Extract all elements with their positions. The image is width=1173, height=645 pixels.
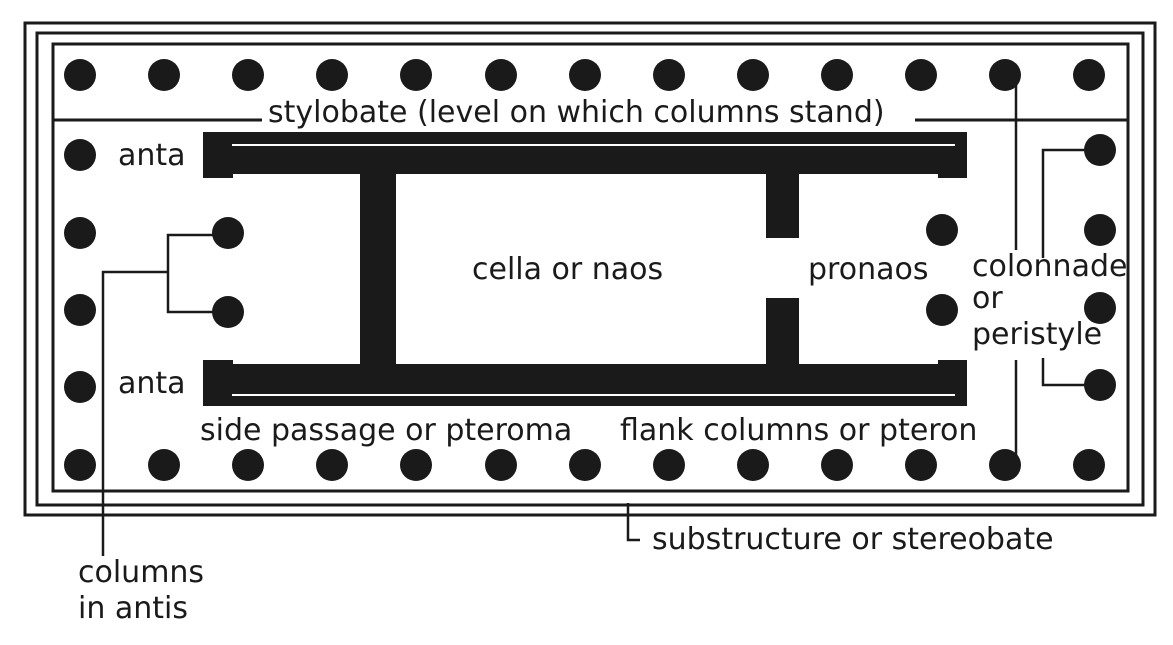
column-front — [64, 59, 96, 91]
substructure-label: substructure or stereobate — [652, 522, 1054, 557]
colonnade-label-line1: colonnade — [972, 249, 1127, 284]
column-front — [400, 59, 432, 91]
peristyle-leader-bottom — [1041, 358, 1100, 387]
column-pronaos — [926, 214, 958, 246]
anta-south-east — [938, 360, 967, 406]
column-back — [989, 449, 1021, 481]
column-back — [64, 449, 96, 481]
colonnade-label-line3: peristyle — [972, 317, 1102, 352]
column-front — [905, 59, 937, 91]
column-front — [148, 59, 180, 91]
flank-columns-label: flank columns or pteron — [620, 413, 977, 448]
anta-label-top: anta — [118, 138, 186, 173]
column-front — [232, 59, 264, 91]
stylobate-label: stylobate (level on which columns stand) — [268, 95, 885, 130]
column-in-antis — [212, 217, 244, 249]
column-back — [905, 449, 937, 481]
colonnade-label-line2: or — [972, 281, 1003, 316]
column-back — [485, 449, 517, 481]
door-jamb-south — [766, 298, 799, 406]
stereobate-outlines — [23, 21, 1157, 517]
column-front — [485, 59, 517, 91]
leader-lines — [101, 75, 1100, 556]
anta-south-west — [203, 360, 233, 406]
column-back — [737, 449, 769, 481]
cella-label: cella or naos — [472, 252, 663, 287]
column-back — [316, 449, 348, 481]
peristyle-leader-top — [1041, 148, 1100, 258]
column-front — [737, 59, 769, 91]
column-flank-west — [64, 294, 96, 326]
column-flank-east — [1084, 214, 1116, 246]
columns-in-antis-label-line1: columns — [78, 555, 204, 590]
column-back — [400, 449, 432, 481]
door-jamb-north — [766, 132, 799, 238]
pronaos-label: pronaos — [808, 252, 928, 287]
column-front — [569, 59, 601, 91]
column-back — [653, 449, 685, 481]
column-front — [653, 59, 685, 91]
column-flank-west — [64, 139, 96, 171]
stylobate-edge — [51, 42, 1130, 493]
column-front — [989, 59, 1021, 91]
cross-wall-west — [360, 132, 396, 406]
stereobate-middle-step — [35, 31, 1145, 507]
column-back — [148, 449, 180, 481]
column-front — [316, 59, 348, 91]
labels: stylobate (level on which columns stand)… — [78, 95, 1127, 626]
column-front — [821, 59, 853, 91]
column-flank-east — [1084, 292, 1116, 324]
in-antis-leader — [101, 270, 168, 556]
column-back — [1073, 449, 1105, 481]
cella-walls — [203, 132, 967, 406]
column-back — [569, 449, 601, 481]
column-back — [232, 449, 264, 481]
columns — [64, 59, 1116, 481]
anta-north-west — [203, 132, 233, 178]
column-flank-west — [64, 371, 96, 403]
stereobate-outer-step — [23, 21, 1157, 517]
in-antis-bracket — [166, 233, 228, 314]
anta-label-bottom: anta — [118, 366, 186, 401]
wall-highlight-lines — [232, 144, 955, 396]
substructure-leader — [626, 503, 640, 542]
south-wall — [203, 364, 967, 406]
side-passage-label: side passage or pteroma — [200, 413, 572, 448]
columns-in-antis-label-line2: in antis — [78, 591, 188, 626]
column-pronaos — [926, 294, 958, 326]
north-wall — [203, 132, 967, 174]
column-back — [821, 449, 853, 481]
column-flank-west — [64, 217, 96, 249]
anta-north-east — [938, 132, 967, 178]
column-front — [1073, 59, 1105, 91]
